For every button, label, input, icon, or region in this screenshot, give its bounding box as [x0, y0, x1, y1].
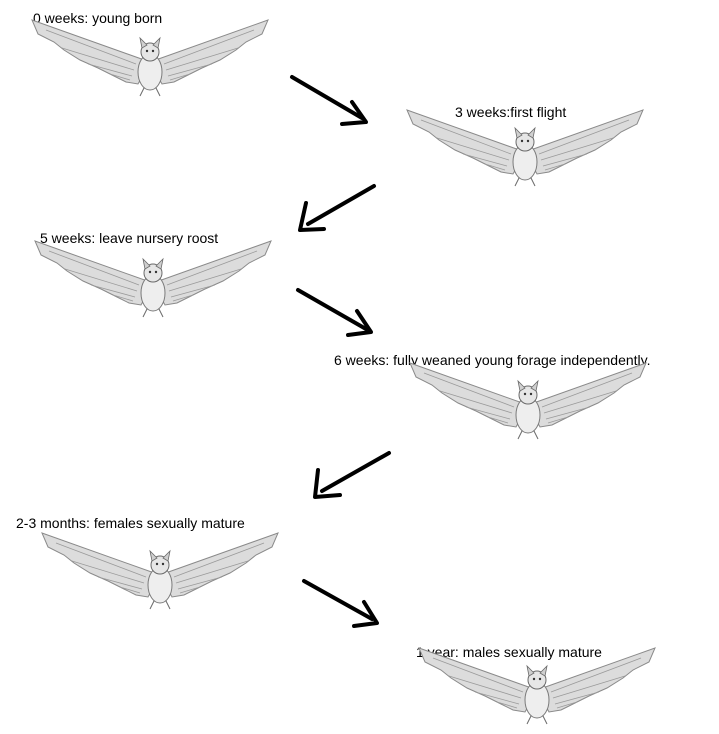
arrow-0-to-3-weeks: [292, 77, 362, 118]
bat-illustration-0-weeks: [32, 20, 268, 96]
arrow-3-to-5-weeks: [308, 186, 374, 224]
bat-illustration-5-weeks: [35, 241, 271, 317]
arrow-2-3-months-to-1-year: [304, 581, 372, 619]
bat-illustration-2-3-months: [42, 533, 278, 609]
bat-illustration-1-year: [419, 648, 655, 724]
arrow-6-weeks-to-2-3-months: [322, 453, 389, 491]
bat-illustration-3-weeks: [407, 110, 643, 186]
bat-illustration-6-weeks: [410, 363, 646, 439]
